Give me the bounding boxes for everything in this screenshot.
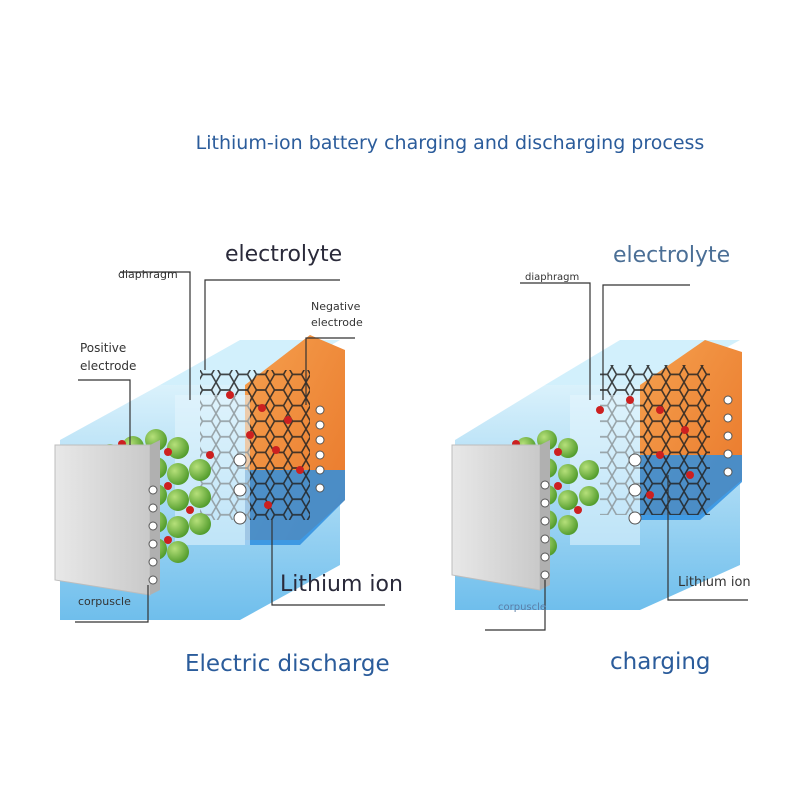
positive-collector xyxy=(54,444,151,596)
left-battery xyxy=(54,271,385,623)
label-diaphragm-right: diaphragm xyxy=(525,272,580,283)
label-electrolyte-left: electrolyte xyxy=(225,242,343,267)
diaphragm xyxy=(175,395,250,545)
label-lithium-ion-right: Lithium ion xyxy=(678,575,751,590)
label-negative-electrode-line1: Negative xyxy=(311,300,361,313)
caption-charging: charging xyxy=(610,649,711,675)
leader-diaphragm xyxy=(120,271,191,400)
leader-lithium xyxy=(667,475,748,601)
page-title: Lithium-ion battery charging and dischar… xyxy=(195,132,705,154)
leader-lithium xyxy=(271,520,385,606)
label-corpuscle-left: corpuscle xyxy=(78,595,131,608)
label-negative-electrode-line2: electrode xyxy=(311,316,363,329)
leader-corpuscle xyxy=(75,585,149,623)
label-diaphragm-left: diaphragm xyxy=(118,268,178,281)
leader-positive xyxy=(78,379,131,445)
leader-electrolyte xyxy=(602,284,690,400)
right-battery xyxy=(451,282,748,631)
label-corpuscle-right: corpuscle xyxy=(498,602,547,613)
electron-markers xyxy=(233,405,325,525)
positive-collector xyxy=(451,444,541,591)
caption-discharge: Electric discharge xyxy=(185,651,390,677)
label-electrolyte-right: electrolyte xyxy=(613,243,731,268)
label-positive-electrode-line1: Positive xyxy=(80,341,127,355)
label-lithium-ion-left: Lithium ion xyxy=(280,572,403,597)
leader-diaphragm xyxy=(520,282,591,400)
leader-electrolyte xyxy=(204,279,340,370)
label-positive-electrode-line2: electrode xyxy=(80,359,137,373)
leader-corpuscle xyxy=(485,580,546,631)
diaphragm xyxy=(570,395,640,545)
leader-negative xyxy=(305,337,355,405)
